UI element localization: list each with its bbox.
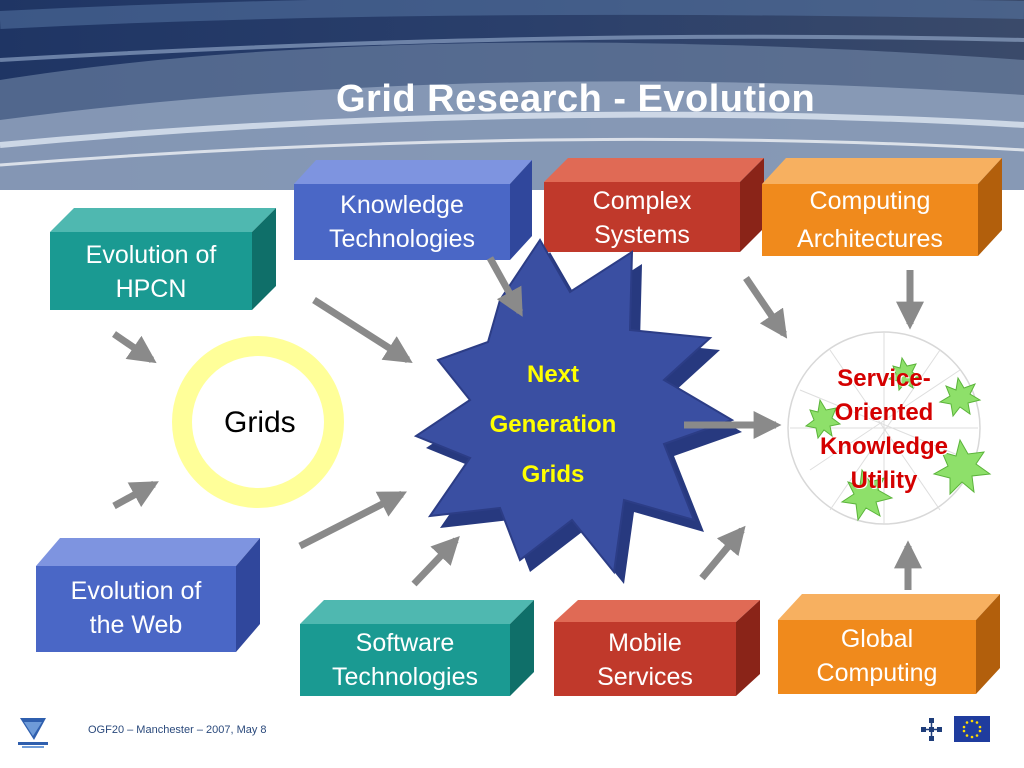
arrow-web-to-grids xyxy=(112,480,159,510)
grid-network-icon xyxy=(921,718,942,741)
arrow-software-to-star xyxy=(411,535,460,587)
box-evolution-web xyxy=(36,538,260,652)
eu-flag-icon xyxy=(954,716,990,742)
next-generation-star xyxy=(413,238,742,584)
box-hpcn xyxy=(50,208,276,310)
grids-ring xyxy=(172,336,344,508)
next-generation-grids-label: Next Generation Grids xyxy=(489,361,617,488)
arrow-hpcn-to-grids xyxy=(112,331,157,364)
box-mobile-services xyxy=(554,600,760,696)
box-complex-systems xyxy=(544,158,764,252)
footer-text: OGF20 – Manchester – 2007, May 8 xyxy=(88,724,267,736)
grids-label: Grids xyxy=(224,406,296,439)
arrow-mobile-to-star xyxy=(699,525,746,581)
service-oriented-knowledge-utility-label: Service- Oriented Knowledge Utility xyxy=(819,365,948,494)
box-global-computing xyxy=(778,594,1000,694)
fp7-logo-icon xyxy=(18,718,48,748)
service-globe xyxy=(787,331,992,525)
box-knowledge-technologies xyxy=(294,160,532,260)
arrow-complex-to-service xyxy=(743,276,788,339)
arrow-knowledge-to-star xyxy=(486,256,524,317)
box-computing-architectures xyxy=(762,158,1002,256)
arrow-knowledge-to-star-left xyxy=(312,297,413,364)
arrow-web-to-star xyxy=(298,490,407,550)
slide-title: Grid Research - Evolution xyxy=(336,78,816,120)
box-software-technologies xyxy=(300,600,534,696)
header-banner xyxy=(0,0,1024,190)
